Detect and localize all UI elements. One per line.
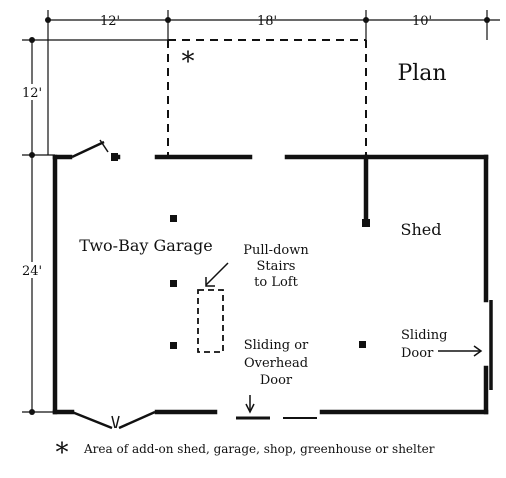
overhead-note-line-3: Door <box>260 373 293 388</box>
dim-label-right: 10' <box>412 14 432 29</box>
dim-label-bg <box>20 84 44 100</box>
dim-dot <box>29 37 35 43</box>
sliding-door-arrow <box>438 345 483 357</box>
left-dimension <box>22 39 168 413</box>
stairs-note-line-3: to Loft <box>254 275 298 290</box>
sliding-door-note-line-2: Door <box>401 346 434 361</box>
top-swing-door <box>71 139 109 159</box>
post <box>170 215 177 222</box>
partition-post <box>362 219 370 227</box>
dim-dot <box>484 17 490 23</box>
dim-dot <box>29 409 35 415</box>
sliding-door-note-line-1: Sliding <box>401 328 447 343</box>
dim-dot <box>29 152 35 158</box>
post <box>170 280 177 287</box>
overhead-door <box>236 395 317 420</box>
dim-dot <box>165 17 171 23</box>
stairs-arrow <box>205 262 229 287</box>
footnote-asterisk: * <box>56 438 69 468</box>
dim-dot <box>363 17 369 23</box>
dim-dot <box>45 17 51 23</box>
interior-posts <box>170 215 366 349</box>
dim-label-middle: 18' <box>257 14 277 29</box>
shed-label: Shed <box>401 220 442 239</box>
overhead-note-line-1: Sliding or <box>244 338 309 353</box>
addon-asterisk: * <box>182 47 195 77</box>
pull-down-stairs-outline <box>197 289 224 353</box>
post <box>359 341 366 348</box>
stairs-note-line-1: Pull-down <box>243 243 309 258</box>
dim-label-bg <box>20 262 44 278</box>
footnote-text: Area of add-on shed, garage, shop, green… <box>83 442 435 456</box>
addon-area-outline <box>167 39 367 155</box>
overhead-note-line-2: Overhead <box>244 356 308 371</box>
dim-label-top-depth: 12' <box>22 86 42 101</box>
bottom-double-doors <box>71 410 156 430</box>
top-dimension <box>47 10 500 155</box>
top-dimension-dots <box>45 17 490 23</box>
stairs-note-line-2: Stairs <box>257 259 296 274</box>
plan-title: Plan <box>397 61 446 86</box>
wall-post <box>111 153 118 161</box>
dim-label-main-depth: 24' <box>22 264 42 279</box>
left-dimension-dots <box>29 37 35 415</box>
garage-label: Two-Bay Garage <box>79 236 212 255</box>
post <box>170 342 177 349</box>
dim-label-left: 12' <box>100 14 120 29</box>
